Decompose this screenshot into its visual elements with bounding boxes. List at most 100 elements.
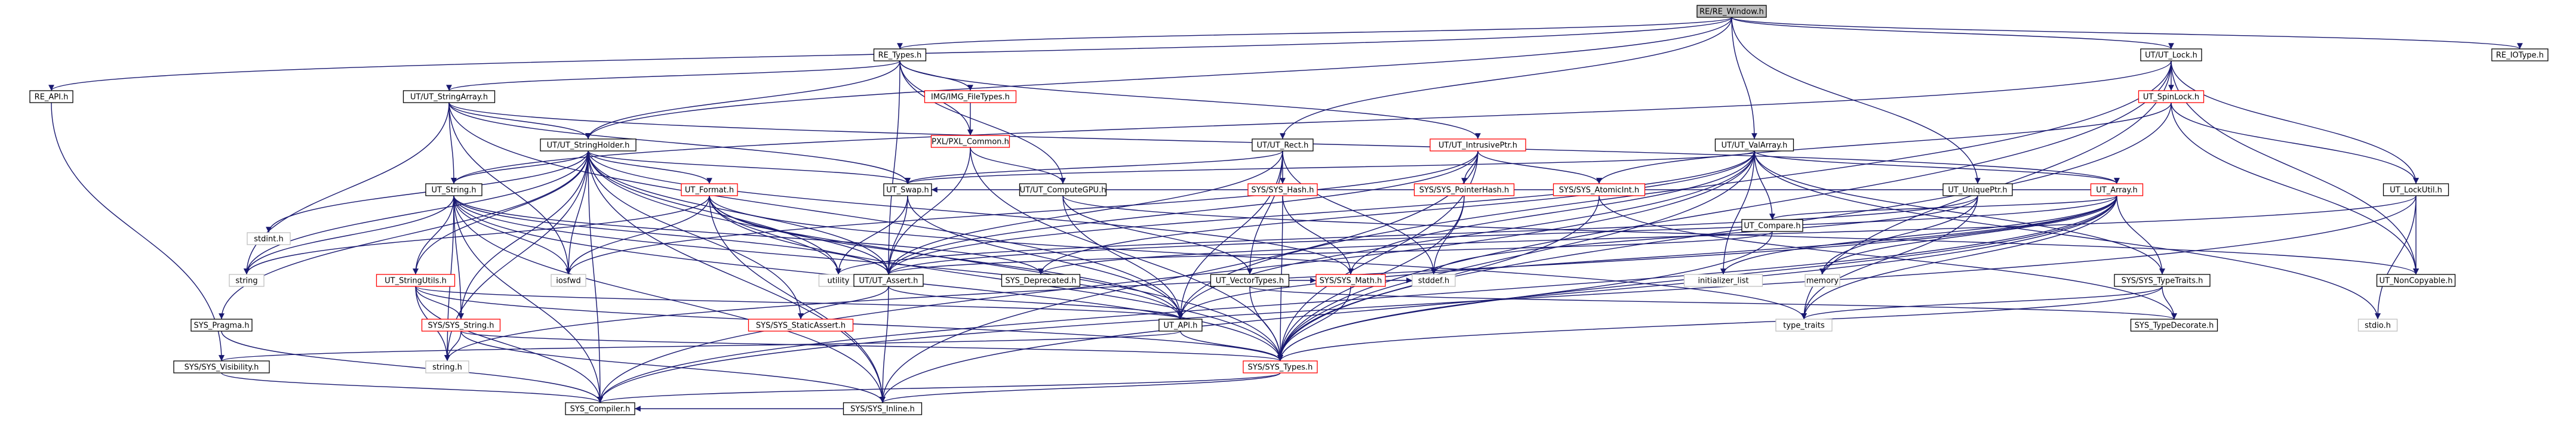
node-label: SYS/SYS_String.h [428, 322, 494, 331]
node-ut-stringutils[interactable]: UT_StringUtils.h [376, 274, 456, 287]
node-box [1243, 360, 1318, 373]
node-label: UT_API.h [1164, 322, 1198, 331]
node-box [924, 90, 1017, 103]
node-ut-lock[interactable]: UT/UT_Lock.h [2140, 48, 2202, 61]
node-label: SYS/SYS_Inline.h [850, 405, 915, 414]
edge-sys_visibility-to-sys_compiler [221, 372, 603, 403]
node-ut-format[interactable]: UT_Format.h [681, 183, 738, 196]
edge-ut_valarray-to-sys_deprecated [1038, 150, 1755, 275]
edge-ut_array-to-sys_inline [880, 195, 2117, 403]
node-box [1413, 183, 1515, 196]
edge-ut_stringholder-to-sys_math [588, 150, 1354, 275]
node-label: UT/UT_IntrusivePtr.h [1438, 141, 1517, 150]
edge-ut_stringholder-to-ut_stringutils [413, 150, 589, 275]
node-box [1247, 183, 1318, 196]
node-ut-valarray[interactable]: UT/UT_ValArray.h [1714, 138, 1794, 152]
edge-ut_lock-to-ut_noncopyable [2171, 60, 2419, 275]
edge-ut_string-to-ut_api [453, 195, 1184, 320]
node-sys-types[interactable]: SYS/SYS_Types.h [1243, 360, 1318, 373]
node-label: UT_Compare.h [1744, 222, 1800, 231]
node-box [1683, 274, 1763, 287]
node-ut-api[interactable]: UT_API.h [1158, 319, 1203, 332]
node-box [421, 319, 501, 332]
node-layer: RE/RE_Window.hRE_API.h RE_Types.h UT/UT_Lo… [29, 5, 2549, 415]
node-label: UT/UT_Assert.h [859, 277, 918, 286]
node-box [1001, 274, 1081, 287]
node-re-window[interactable]: RE/RE_Window.h [1696, 5, 1767, 18]
node-sys-staticassert[interactable]: SYS/SYS_StaticAssert.h [748, 319, 854, 332]
node-ut-stringarray[interactable]: UT/UT_StringArray.h [402, 90, 496, 103]
edge-ut_rect-to-ut_swap [905, 150, 1283, 184]
edge-ut_lock-to-ut_lockutil [2171, 60, 2419, 184]
node-box [425, 360, 469, 373]
node-ut-intrusiveptr[interactable]: UT/UT_IntrusivePtr.h [1430, 138, 1526, 152]
node-ut-lockutil[interactable]: UT_LockUtil.h [2383, 183, 2449, 196]
node-sys-pragma[interactable]: SYS_Pragma.h [190, 319, 253, 332]
node-box [402, 90, 496, 103]
node-sys-pointerhash[interactable]: SYS/SYS_PointerHash.h [1413, 183, 1515, 196]
node-ut-rect[interactable]: UT/UT_Rect.h [1252, 138, 1314, 152]
edge-re_window-to-ut_uniqueptr [1731, 17, 1981, 184]
node-ut-assert[interactable]: UT/UT_Assert.h [853, 274, 924, 287]
edge-ut_valarray-to-initializer_list [1720, 150, 1755, 275]
node-label: SYS/SYS_TypeTraits.h [2122, 277, 2203, 286]
node-box [1942, 183, 2013, 196]
node-ut-noncopyable[interactable]: UT_NonCopyable.h [2376, 274, 2456, 287]
edge-re_types-to-ut_assert [886, 60, 900, 275]
node-sys-inline[interactable]: SYS/SYS_Inline.h [843, 402, 923, 415]
edge-ut_stringholder-to-sys_compiler [588, 150, 603, 403]
node-sys-hash[interactable]: SYS/SYS_Hash.h [1247, 183, 1318, 196]
node-ut-compare[interactable]: UT_Compare.h [1741, 219, 1803, 232]
node-label: UT_Array.h [2096, 186, 2138, 195]
node-sys-math[interactable]: SYS/SYS_Math.h [1315, 274, 1386, 287]
node-label: string.h [432, 363, 462, 372]
node-re-types[interactable]: RE_Types.h [873, 48, 927, 61]
node-ut-stringholder[interactable]: UT/UT_StringHolder.h [540, 138, 637, 152]
edge-ut_stringholder-to-string [244, 150, 589, 275]
edge-ut_format-to-iosfwd [565, 195, 710, 275]
node-label: SYS_Compiler.h [570, 405, 631, 414]
node-box [565, 402, 635, 415]
edge-ut_string-to-ut_assert [453, 195, 892, 275]
node-ut-vectortypes[interactable]: UT_VectorTypes.h [1210, 274, 1290, 287]
node-re-iotype[interactable]: RE_IOType.h [2491, 48, 2549, 61]
node-sys-deprecated[interactable]: SYS_Deprecated.h [1001, 274, 1081, 287]
node-box [2357, 319, 2398, 332]
node-img-filetypes[interactable]: IMG/IMG_FileTypes.h [924, 90, 1017, 103]
node-sys-string[interactable]: SYS/SYS_String.h [421, 319, 501, 332]
node-ut-computegpu[interactable]: UT/UT_ComputeGPU.h [1019, 183, 1107, 196]
edge-sys_math-to-sys_types [1277, 286, 1351, 362]
node-ut-uniqueptr[interactable]: UT_UniquePtr.h [1942, 183, 2013, 196]
edge-ut_stringarray-to-ut_stringholder [448, 102, 591, 140]
edge-ut_stringholder-to-ut_swap [588, 150, 911, 184]
edge-ut_stringutils-to-sys_compiler [415, 286, 603, 403]
node-sys-typetraits[interactable]: SYS/SYS_TypeTraits.h [2114, 274, 2211, 287]
node-re-api[interactable]: RE_API.h [29, 90, 73, 103]
node-ut-string[interactable]: UT_String.h [425, 183, 482, 196]
edge-ut_assert-to-sys_staticassert [798, 286, 889, 320]
node-sys-atomicint[interactable]: SYS/SYS_AtomicInt.h [1553, 183, 1646, 196]
node-ut-array[interactable]: UT_Array.h [2090, 183, 2144, 196]
edge-ut_stringarray-to-ut_string [448, 102, 457, 184]
edge-ut_swap-to-ut_assert [886, 195, 908, 275]
edge-ut_array-to-initializer_list [1720, 195, 2117, 275]
edge-sys_hash-to-sys_math [1282, 195, 1354, 275]
node-label: SYS/SYS_PointerHash.h [1419, 186, 1510, 195]
edge-pxl_common-to-sys_types [970, 147, 1283, 362]
node-ut-swap[interactable]: UT_Swap.h [883, 183, 932, 196]
node-sys-visibility[interactable]: SYS/SYS_Visibility.h [173, 360, 270, 373]
node-label: UT_Format.h [685, 186, 734, 195]
node-label: initializer_list [1698, 277, 1748, 286]
node-box [1252, 138, 1314, 152]
edge-ut_spinlock-to-ut_noncopyable [2171, 102, 2419, 275]
node-sys-typedecorate[interactable]: SYS_TypeDecorate.h [2130, 319, 2218, 332]
edge-re_types-to-ut_stringholder [585, 60, 900, 140]
node-ut-spinlock[interactable]: UT_SpinLock.h [2138, 90, 2205, 103]
node-box [873, 48, 927, 61]
node-box [2090, 183, 2144, 196]
node-sys-compiler[interactable]: SYS_Compiler.h [565, 402, 635, 415]
edge-sys_types-to-sys_compiler [597, 372, 1281, 403]
node-pxl-common[interactable]: PXL/PXL_Common.h [930, 135, 1010, 148]
edge-ut_stringarray-to-iosfwd [448, 102, 571, 275]
edge-sys_typetraits-to-sys_types [1277, 286, 2163, 362]
